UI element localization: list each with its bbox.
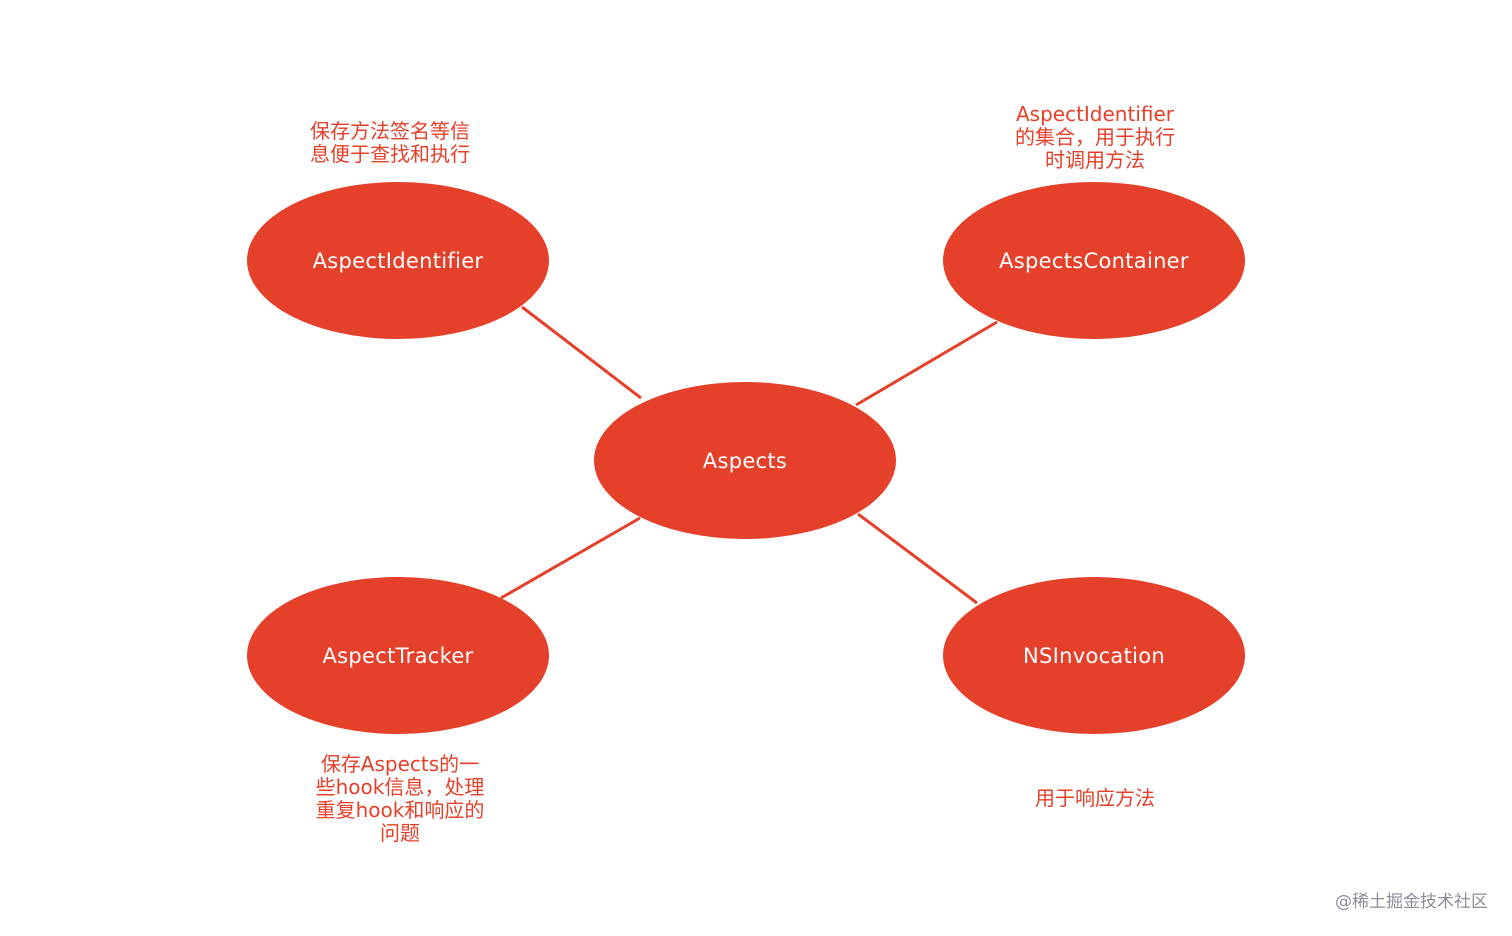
note-line: 重复hook和响应的 [315, 798, 485, 822]
node-aspect-identifier: AspectIdentifier [247, 182, 549, 339]
note-line: 保存方法签名等信 [310, 119, 470, 143]
node-label-nsinvocation: NSInvocation [1022, 643, 1166, 668]
node-nsinvocation: NSInvocation [943, 577, 1245, 734]
node-aspect-tracker: AspectTracker [247, 577, 549, 734]
watermark: @稀土掘金技术社区 [1335, 892, 1488, 912]
edge-center-top-left [521, 305, 642, 400]
edge-center-bottom-left [500, 516, 641, 600]
node-label-aspect-identifier: AspectIdentifier [312, 248, 484, 273]
edge-center-bottom-right [857, 512, 978, 605]
note-line: 保存Aspects的一 [320, 752, 480, 776]
edge-center-top-right [855, 320, 998, 407]
note-line: 息便于查找和执行 [310, 142, 470, 166]
node-aspects-container: AspectsContainer [943, 182, 1245, 339]
note-line: AspectIdentifier [1015, 102, 1175, 126]
note-line: 的集合，用于执行 [1015, 125, 1175, 149]
note-line: 问题 [380, 821, 420, 845]
note-aspects-container: AspectIdentifier 的集合，用于执行 时调用方法 [975, 103, 1215, 172]
note-nsinvocation: 用于响应方法 [975, 787, 1215, 810]
node-label-aspect-tracker: AspectTracker [322, 643, 474, 668]
note-line: 用于响应方法 [1035, 786, 1155, 810]
node-aspects: Aspects [594, 382, 896, 539]
node-label-aspects-container: AspectsContainer [999, 248, 1189, 273]
note-aspect-tracker: 保存Aspects的一 些hook信息，处理 重复hook和响应的 问题 [280, 753, 520, 845]
note-line: 时调用方法 [1045, 148, 1145, 172]
note-line: 些hook信息，处理 [315, 775, 485, 799]
node-label-aspects: Aspects [702, 448, 788, 473]
note-aspect-identifier: 保存方法签名等信 息便于查找和执行 [270, 120, 510, 166]
